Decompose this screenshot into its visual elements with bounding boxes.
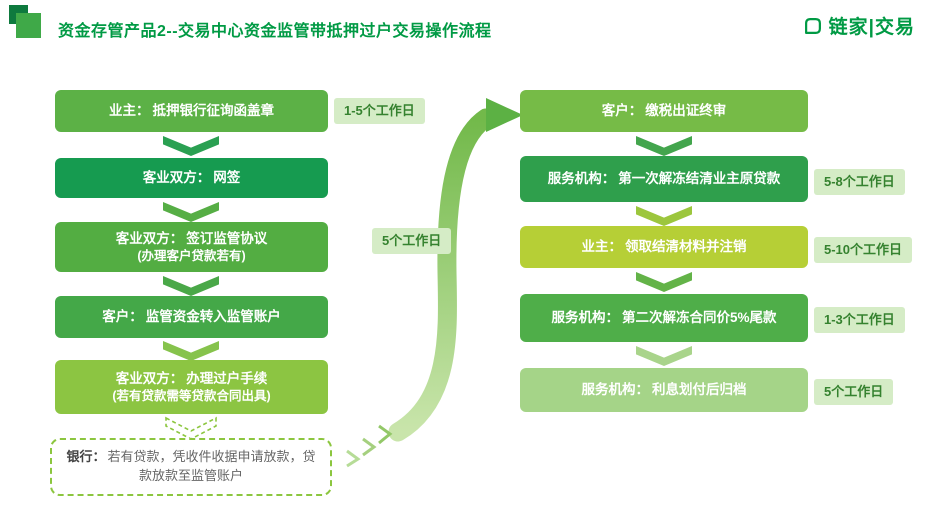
bank-note-body: 若有贷款，凭收件收据申请放款，贷款放款至监管账户 [107, 449, 316, 483]
down-chevron-icon [163, 202, 219, 222]
step-role-label: 客业双方： [142, 170, 211, 186]
step-role-label: 服务机构： [581, 382, 650, 398]
step-text-line: 客业双方：签订监管协议 [116, 230, 268, 248]
decor-square-light [16, 13, 41, 38]
lianjia-home-icon [804, 17, 821, 34]
down-chevron-icon [163, 136, 219, 156]
step-subtext: (若有贷款需等贷款合同出具) [112, 388, 271, 403]
step-mortgage-inquiry-stamp: 业主：抵押银行征询函盖章 [55, 90, 328, 132]
step-text-line: 客业双方：办理过户手续 [116, 370, 268, 388]
step-interest-archive: 服务机构：利息划付后归档 [520, 368, 808, 412]
bank-note-text: 银行：若有贷款，凭收件收据申请放款，贷款放款至监管账户 [60, 448, 322, 486]
step-action-text: 第一次解冻结清业主原贷款 [618, 171, 781, 187]
curve-arrow-body [388, 108, 496, 442]
step-collect-materials-cancel: 业主：领取结清材料并注销 [520, 226, 808, 268]
step-funds-to-escrow: 客户：监管资金转入监管账户 [55, 296, 328, 338]
duration-badge: 1-3个工作日 [814, 307, 905, 333]
step-action-text: 抵押银行征询函盖章 [152, 103, 275, 119]
down-chevron-icon [636, 272, 692, 292]
duration-badge: 5个工作日 [814, 379, 894, 405]
page-title: 资金存管产品2--交易中心资金监管带抵押过户交易操作流程 [58, 23, 492, 40]
trail-chevron-1 [346, 449, 361, 468]
duration-badge: 5-10个工作日 [814, 237, 913, 263]
step-action-text: 领取结清材料并注销 [625, 239, 747, 255]
step-role-label: 服务机构： [551, 310, 619, 326]
step-action-text: 办理过户手续 [186, 371, 268, 387]
step-tax-final-review: 客户：缴税出证终审 [520, 90, 808, 132]
duration-badge: 1-5个工作日 [334, 98, 425, 124]
down-chevron-icon [163, 341, 219, 361]
dashed-chevron [165, 416, 217, 440]
step-text-line: 客户：缴税出证终审 [602, 102, 727, 120]
step-text-line: 服务机构：第一次解冻结清业主原贷款 [548, 170, 781, 188]
step-transfer-procedure: 客业双方：办理过户手续 (若有贷款需等贷款合同出具) [55, 360, 328, 414]
step-action-text: 第二次解冻合同价5%尾款 [621, 310, 777, 326]
step-action-text: 利息划付后归档 [652, 382, 747, 398]
step-subtext: (办理客户贷款若有) [137, 248, 246, 263]
step-action-text: 缴税出证终审 [645, 103, 727, 119]
trail-chevron-2 [362, 437, 377, 457]
step-action-text: 签订监管协议 [186, 231, 268, 247]
step-text-line: 业主：领取结清材料并注销 [582, 238, 747, 256]
step-role-label: 客业双方： [115, 371, 184, 387]
step-role-label: 业主： [109, 103, 150, 119]
step-role-label: 客户： [102, 309, 143, 325]
down-chevron-icon [636, 136, 692, 156]
step-action-text: 监管资金转入监管账户 [145, 309, 281, 325]
step-online-signing: 客业双方：网签 [55, 158, 328, 198]
bank-loan-note: 银行：若有贷款，凭收件收据申请放款，贷款放款至监管账户 [50, 438, 332, 496]
step-action-text: 网签 [213, 170, 241, 186]
down-chevron-icon [636, 206, 692, 226]
step-second-unfreeze-balance: 服务机构：第二次解冻合同价5%尾款 [520, 294, 808, 342]
step-role-label: 客户： [601, 103, 643, 119]
duration-badge: 5-8个工作日 [814, 169, 905, 195]
step-first-unfreeze-loan-settle: 服务机构：第一次解冻结清业主原贷款 [520, 156, 808, 202]
step-supervision-agreement: 客业双方：签订监管协议 (办理客户贷款若有) [55, 222, 328, 272]
step-text-line: 服务机构：利息划付后归档 [582, 381, 747, 399]
duration-badge-middle: 5个工作日 [372, 228, 452, 254]
bank-role-label: 银行： [66, 449, 106, 465]
step-role-label: 服务机构： [547, 171, 616, 187]
step-role-label: 客业双方： [115, 231, 184, 247]
brand-name: 链家|交易 [828, 17, 915, 38]
step-text-line: 业主：抵押银行征询函盖章 [109, 102, 274, 120]
down-chevron-icon [163, 276, 219, 296]
brand-logo: 链家|交易 [802, 12, 915, 39]
step-text-line: 客户：监管资金转入监管账户 [102, 308, 281, 326]
down-chevron-icon [636, 346, 692, 366]
curve-arrow-head [486, 98, 523, 132]
trail-chevron-3 [378, 424, 393, 445]
step-text-line: 服务机构：第二次解冻合同价5%尾款 [551, 309, 776, 327]
step-role-label: 业主： [581, 239, 623, 255]
step-text-line: 客业双方：网签 [143, 169, 241, 187]
